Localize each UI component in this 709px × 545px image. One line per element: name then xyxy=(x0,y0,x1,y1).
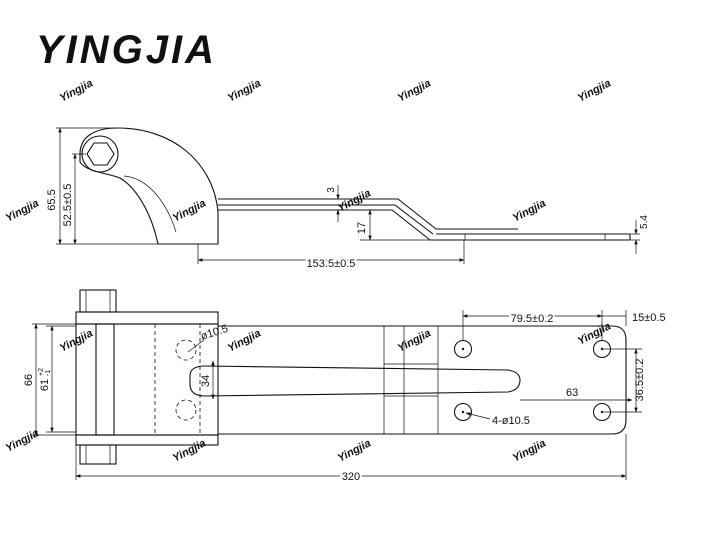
dim-end-thickness: 5.4 xyxy=(639,215,650,229)
strap-plate xyxy=(218,325,627,435)
brand-logo-text: YINGJIA xyxy=(36,28,217,70)
watermark: Yingjia xyxy=(336,437,373,464)
watermark: Yingjia xyxy=(4,427,41,454)
dim-edge-margin: 15±0.5 xyxy=(632,312,666,324)
dim-slot-width: 34 xyxy=(200,375,212,387)
dim-overall-height: 65.5 xyxy=(46,189,58,210)
dim-slot-length: 63 xyxy=(566,387,578,399)
watermark: Yingjia xyxy=(511,437,548,464)
watermark: Yingjia xyxy=(396,77,433,104)
brand-logo: YINGJIA xyxy=(36,28,217,70)
dim-holes-callout: 4-ø10.5 xyxy=(492,415,530,427)
hinge-body-profile xyxy=(79,127,219,245)
strap-top-edge xyxy=(218,198,518,230)
dim-plate-thickness: 3 xyxy=(326,187,337,193)
knuckle-top xyxy=(75,311,219,325)
watermark: Yingjia xyxy=(226,77,263,104)
dim-hole-spacing-y: 36.5±0.2 xyxy=(634,359,646,402)
mount-hole-1 xyxy=(453,339,473,359)
hinge-block xyxy=(75,323,219,436)
hidden-hole-top xyxy=(175,339,197,361)
watermark: Yingjia xyxy=(576,77,613,104)
mount-hole-3 xyxy=(453,402,473,422)
dim-small-hole: ø10.5 xyxy=(199,323,229,343)
stiffener-rib xyxy=(189,365,521,397)
dim-offset: 17 xyxy=(356,222,368,234)
watermark: Yingjia xyxy=(58,77,95,104)
watermark: Yingjia xyxy=(511,197,548,224)
watermark: Yingjia xyxy=(396,327,433,354)
watermark-layer: Yingjia Yingjia Yingjia Yingjia Yingjia … xyxy=(4,77,613,464)
plan-view: 79.5±0.2 15±0.5 ø10.5 34 66 61 +2 -1 63 xyxy=(23,289,666,485)
pin-housing xyxy=(95,323,115,436)
watermark: Yingjia xyxy=(576,320,613,347)
dim-outer-height: 66 xyxy=(23,374,35,386)
nut-bottom xyxy=(79,444,117,465)
dim-overall-length: 320 xyxy=(342,471,360,483)
dim-inner-height: 61 xyxy=(39,379,51,391)
dim-pin-height: 52.5±0.5 xyxy=(62,184,74,227)
strap-mid-edge xyxy=(218,204,434,235)
watermark: Yingjia xyxy=(171,197,208,224)
watermark: Yingjia xyxy=(4,197,41,224)
hidden-hole-bottom xyxy=(175,399,197,421)
hex-nut-icon xyxy=(86,142,115,166)
bolt-head-top xyxy=(79,289,117,313)
watermark: Yingjia xyxy=(171,437,208,464)
dim-hole-spacing-x: 79.5±0.2 xyxy=(511,313,554,325)
dim-side-length: 153.5±0.5 xyxy=(307,258,356,270)
strap-bottom-edge xyxy=(218,209,630,241)
dim-inner-tol-upper: +2 xyxy=(38,368,45,376)
watermark: Yingjia xyxy=(226,327,263,354)
side-view: 65.5 52.5±0.5 3 17 5.4 153.5±0.5 xyxy=(46,127,650,272)
dim-inner-tol-lower: -1 xyxy=(45,370,52,376)
hinge-body-edge xyxy=(123,175,177,233)
